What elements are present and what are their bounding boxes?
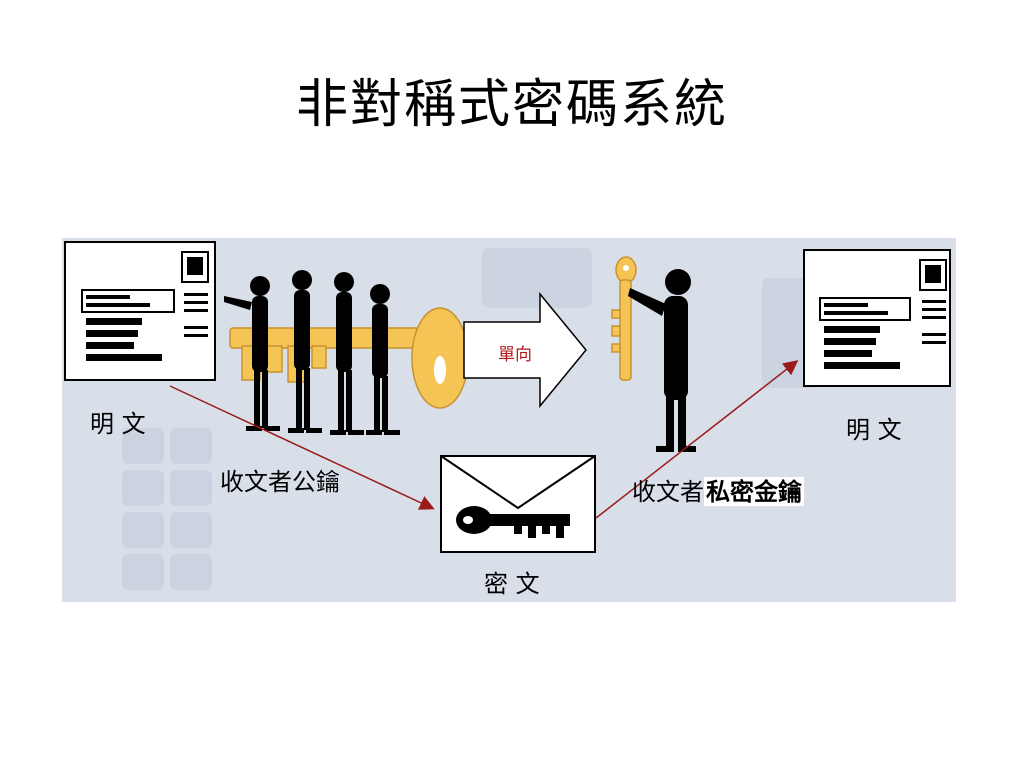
envelope-with-key-icon bbox=[440, 455, 596, 553]
plaintext-document-icon-left bbox=[64, 241, 216, 381]
plaintext-document-icon-right bbox=[803, 249, 951, 387]
slide-title: 非對稱式密碼系統 bbox=[295, 75, 728, 135]
people-holding-key-icon bbox=[224, 270, 469, 435]
decrypt-flow-arrow bbox=[595, 360, 799, 519]
public-key-label: 收文者公鑰 bbox=[220, 468, 340, 496]
ciphertext-label: 密 文 bbox=[484, 570, 540, 598]
private-key-label: 收文者私密金鑰 bbox=[632, 472, 804, 507]
one-way-arrow-icon bbox=[463, 291, 587, 409]
diagram-graphics bbox=[64, 241, 951, 590]
one-way-label: 單向 bbox=[498, 345, 532, 365]
plaintext-label-right: 明 文 bbox=[846, 416, 902, 444]
person-holding-key-icon bbox=[611, 256, 696, 452]
private-key-label-prefix: 收文者 bbox=[632, 478, 704, 506]
encrypt-flow-arrow bbox=[169, 385, 435, 510]
private-key-label-highlight: 私密金鑰 bbox=[704, 477, 804, 506]
plaintext-label-left: 明 文 bbox=[90, 410, 146, 438]
asymmetric-crypto-diagram: 明 文 收文者公鑰 單向 收文者私密金鑰 明 文 密 文 bbox=[62, 238, 956, 602]
